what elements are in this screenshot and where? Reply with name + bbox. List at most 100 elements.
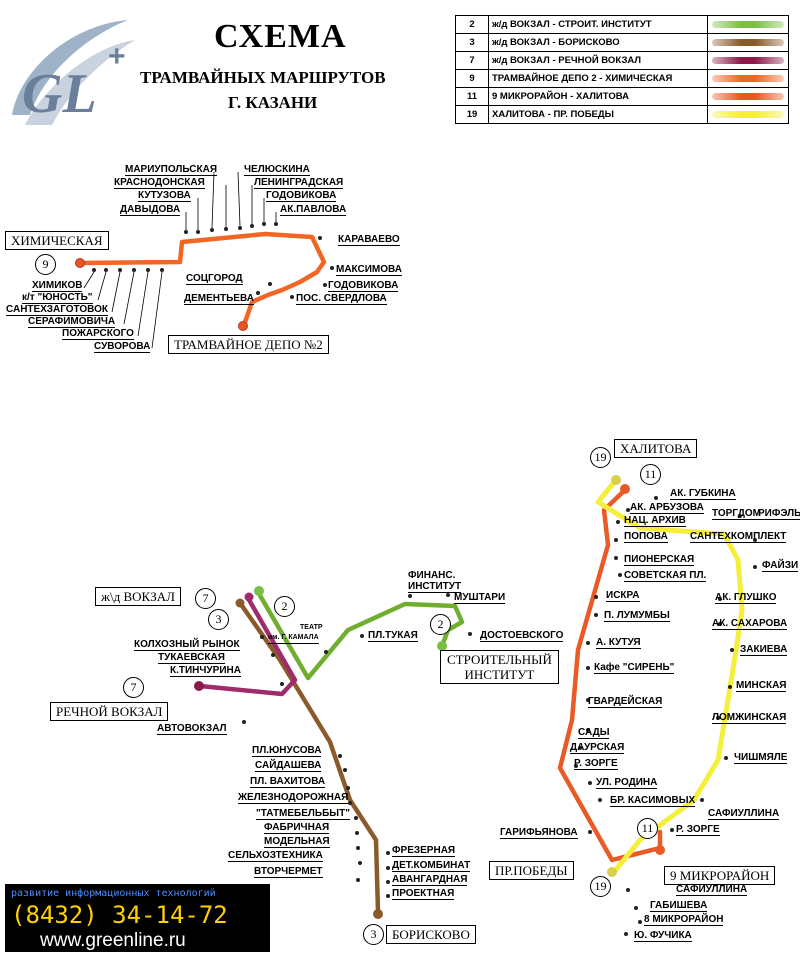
stop-karavaevo: КАРАВАЕВО — [338, 234, 400, 246]
terminal-dot-stroit — [437, 641, 447, 651]
stop-kt-yunost: к/т "ЮНОСТЬ" — [22, 292, 93, 304]
stop-mikro8: 8 МИКРОРАЙОН — [644, 914, 724, 926]
terminal-khalitova: ХАЛИТОВА — [614, 439, 698, 458]
stop-frezernaya: ФРЕЗЕРНАЯ — [392, 845, 456, 857]
legend-color-bar — [712, 93, 784, 100]
stop-ak-gubkina: АК. ГУБКИНА — [670, 488, 736, 500]
route-7-line — [197, 595, 298, 697]
stop-pionerskaya: ПИОНЕРСКАЯ — [624, 554, 695, 566]
legend-route-name: ХАЛИТОВА - ПР. ПОБЕДЫ — [488, 105, 708, 124]
stop-r-zorge-2: Р. ЗОРГЕ — [676, 824, 720, 836]
stop-popova: ПОПОВА — [624, 531, 668, 543]
stop-garifyanova: ГАРИФЬЯНОВА — [500, 827, 578, 839]
stop-mushtari: МУШТАРИ — [454, 592, 506, 604]
stop-fayzi: ФАЙЗИ — [762, 560, 799, 572]
terminal-dot-mikro9 — [655, 845, 665, 855]
stop-kutuzova: КУТУЗОВА — [138, 190, 191, 202]
legend-color-bar — [712, 111, 784, 118]
terminal-stroit-line1: СТРОИТЕЛЬНЫЙ — [447, 652, 552, 667]
terminal-stroit: СТРОИТЕЛЬНЫЙ ИНСТИТУТ — [440, 650, 559, 684]
stop-suvorova: СУВОРОВА — [94, 341, 151, 353]
terminal-dot-vokzal-3 — [235, 598, 245, 608]
terminal-khimicheskaya: ХИМИЧЕСКАЯ — [5, 231, 109, 250]
stop-modelnaya: МОДЕЛЬНАЯ — [264, 836, 330, 848]
stop-fabrichnaya: ФАБРИЧНАЯ — [264, 822, 330, 834]
stop-davydova: ДАВЫДОВА — [120, 204, 181, 216]
stop-chishmyale: ЧИШМЯЛЕ — [734, 752, 788, 764]
route-number-2-stroit: 2 — [430, 614, 451, 635]
stop-proektnaya: ПРОЕКТНАЯ — [392, 888, 455, 900]
stop-iskra: ИСКРА — [606, 590, 640, 602]
stop-tatmebelbyt: "ТАТМЕБЕЛЬБЫТ" — [256, 808, 350, 820]
advert-url: www.greenline.ru — [40, 930, 186, 951]
stop-r-zorge-1: Р. ЗОРГЕ — [574, 758, 618, 770]
stop-minskaya: МИНСКАЯ — [736, 680, 787, 692]
terminal-dot-khalitova-19 — [611, 475, 621, 485]
route-9-line — [77, 231, 327, 328]
stop-gvardeyskaya: ГВАРДЕЙСКАЯ — [588, 696, 663, 708]
legend-color-swatch — [707, 105, 789, 124]
advert-phone: (8432) 34-14-72 — [11, 901, 228, 929]
advert-tagline: развитие информационных технологий — [11, 888, 216, 899]
terminal-dot-khalitova-11 — [620, 484, 630, 494]
terminal-dot-boriskovo — [373, 909, 383, 919]
route-number-7-rechnoy: 7 — [123, 677, 144, 698]
route-11-line — [557, 487, 663, 863]
stop-ak-pavlova: АК.ПАВЛОВА — [280, 204, 347, 216]
stop-daurskaya: ДАУРСКАЯ — [570, 742, 625, 754]
legend-color-bar — [712, 57, 784, 64]
route-number-7-vokzal: 7 — [195, 588, 216, 609]
stop-saydasheva: САЙДАШЕВА — [255, 760, 322, 772]
stop-teatr-2: им. Г. КАМАЛА — [268, 632, 319, 644]
stop-dots — [92, 222, 757, 936]
stop-yu-fuchika: Ю. ФУЧИКА — [634, 930, 692, 942]
legend-color-bar — [712, 75, 784, 82]
terminal-dot-vokzal-2 — [254, 586, 264, 596]
stop-det-kombinat: ДЕТ.КОМБИНАТ — [392, 860, 471, 872]
stop-pozharskogo: ПОЖАРСКОГО — [62, 328, 134, 340]
stop-leningradskaya: ЛЕНИНГРАДСКАЯ — [254, 177, 344, 189]
terminal-mikro9: 9 МИКРОРАЙОН — [664, 866, 776, 885]
stop-ak-sakharova: АК. САХАРОВА — [712, 618, 788, 630]
terminal-dot-khimicheskaya — [75, 258, 85, 268]
terminal-dot-rechnoy — [194, 681, 204, 691]
map-subtitle-1: ТРАМВАЙНЫХ МАРШРУТОВ — [140, 68, 386, 87]
map-subtitle-2: Г. КАЗАНИ — [228, 93, 318, 112]
stop-finans-1: ФИНАНС. — [408, 570, 456, 581]
stop-zakieva: ЗАКИЕВА — [740, 644, 788, 656]
leader-lines — [83, 171, 277, 349]
stop-pl-tukaya: ПЛ.ТУКАЯ — [368, 630, 418, 642]
stop-godovikova-top: ГОДОВИКОВА — [266, 190, 337, 202]
route-number-19-khalitova: 19 — [590, 447, 611, 468]
stop-nats-arkhiv: НАЦ. АРХИВ — [624, 515, 686, 527]
stop-pos-sverdlova: ПОС. СВЕРДЛОВА — [296, 293, 387, 305]
stop-gabisheva: ГАБИШЕВА — [650, 900, 708, 912]
route-number-11-khalitova: 11 — [640, 464, 661, 485]
route-number-11-mikro: 11 — [637, 818, 658, 839]
route-number-19-pobedy: 19 — [590, 876, 611, 897]
stop-ul-rodina: УЛ. РОДИНА — [596, 777, 658, 789]
terminal-vokzal: ж\д ВОКЗАЛ — [95, 587, 181, 606]
stop-krasnodonskaya: КРАСНОДОНСКАЯ — [114, 177, 205, 189]
stop-lumumby: П. ЛУМУМБЫ — [604, 610, 670, 622]
map-title: СХЕМА — [214, 18, 347, 55]
stop-avangardnaya: АВАНГАРДНАЯ — [392, 874, 468, 886]
route-3-line — [237, 600, 381, 915]
stop-br-kasimovykh: БР. КАСИМОВЫХ — [610, 795, 696, 807]
stop-sovetskaya: СОВЕТСКАЯ ПЛ. — [624, 570, 707, 582]
route-number-3-boriskovo: 3 — [363, 924, 384, 945]
stop-kolkhozny: КОЛХОЗНЫЙ РЫНОК — [134, 639, 240, 651]
stop-khimikov: ХИМИКОВ — [32, 280, 83, 292]
stop-chelyuskina: ЧЕЛЮСКИНА — [244, 164, 310, 176]
terminal-dot-depo — [238, 321, 248, 331]
legend-route-number: 19 — [455, 105, 489, 124]
terminal-rechnoy: РЕЧНОЙ ВОКЗАЛ — [50, 702, 169, 721]
stop-vakhitova: ПЛ. ВАХИТОВА — [250, 776, 326, 788]
legend-color-bar — [712, 39, 784, 46]
stop-teatr-1: ТЕАТР — [300, 624, 323, 631]
stop-santekhkomplekt: САНТЕХКОМПЛЕКТ — [690, 531, 787, 543]
stop-zheleznodorozhnaya: ЖЕЛЕЗНОДОРОЖНАЯ — [238, 792, 349, 804]
